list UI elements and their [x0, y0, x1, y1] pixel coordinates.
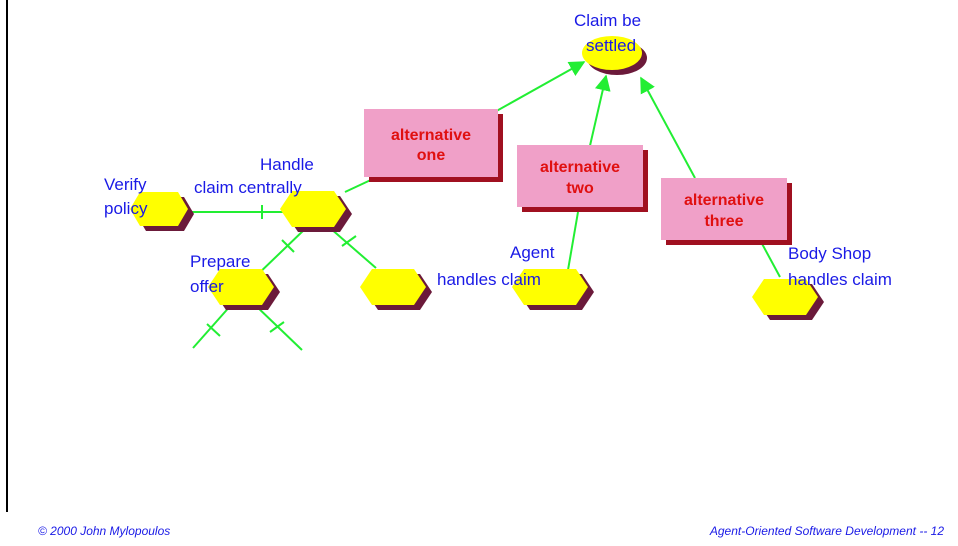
label-prepare-2: offer — [190, 277, 224, 296]
footer-slide-title: Agent-Oriented Software Development -- 1… — [709, 524, 944, 538]
label-verify-1: Verify — [104, 175, 147, 194]
label-bodyshop-2: handles claim — [788, 270, 892, 289]
alternative-three-line2: three — [704, 213, 743, 230]
footer-copyright: © 2000 John Mylopoulos — [38, 524, 171, 538]
links — [192, 61, 781, 351]
alternative-three-line1: alternative — [684, 192, 764, 209]
left-border — [6, 0, 8, 512]
label-claim-settled-2: settled — [586, 36, 636, 55]
link-prepare-left-branch — [192, 303, 233, 349]
alternative-two-box[interactable]: alternative two — [517, 145, 648, 212]
link-alt-three-to-goal — [640, 76, 696, 179]
label-agent-2: handles claim — [437, 270, 541, 289]
label-bodyshop-1: Body Shop — [788, 244, 871, 263]
label-prepare-1: Prepare — [190, 252, 250, 271]
goal-handle-claim-centrally[interactable] — [280, 191, 352, 232]
softgoal-claim-be-settled[interactable] — [582, 36, 647, 75]
goal-unnamed[interactable] — [360, 269, 432, 310]
link-agent-to-alt-two — [567, 211, 579, 271]
alternative-two-line2: two — [566, 180, 594, 197]
alternative-two-line1: alternative — [540, 159, 620, 176]
link-handle-to-unnamed — [329, 227, 377, 269]
alternative-one-box[interactable]: alternative one — [364, 109, 503, 182]
tick-handle-prepare — [281, 239, 295, 253]
alternative-three-box[interactable]: alternative three — [661, 178, 792, 245]
tick-prepare-right — [269, 321, 285, 333]
link-alt-one-to-goal — [483, 61, 586, 119]
goal-prepare-offer[interactable] — [208, 269, 280, 310]
label-handle-2: claim centrally — [194, 178, 302, 197]
goal-verify-policy[interactable] — [130, 192, 194, 231]
link-bodyshop-to-alt-three — [759, 239, 781, 278]
label-verify-2: policy — [104, 199, 148, 218]
goal-body-shop-handles-claim[interactable] — [752, 279, 824, 320]
alternative-one-line2: one — [417, 147, 446, 164]
alternative-one-line1: alternative — [391, 127, 471, 144]
link-handle-to-prepare — [253, 227, 307, 279]
tick-handle-unnamed — [341, 235, 357, 247]
label-claim-settled-1: Claim be — [574, 11, 641, 30]
label-agent-1: Agent — [510, 243, 555, 262]
tick-prepare-left — [206, 323, 221, 337]
label-handle-1: Handle — [260, 155, 314, 174]
link-alt-two-to-goal — [588, 74, 611, 151]
goal-agent-handles-claim[interactable] — [512, 269, 594, 310]
